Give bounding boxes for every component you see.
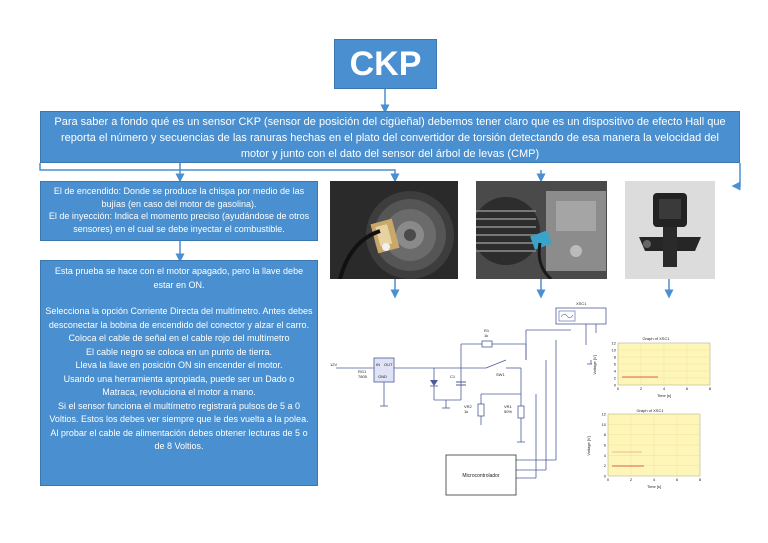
step-text: Usando una herramienta apropiada, puede … bbox=[63, 373, 295, 398]
y-tick-label: 10 bbox=[612, 348, 617, 353]
y-tick-label: 12 bbox=[602, 412, 607, 417]
x-tick-label: 0 bbox=[617, 386, 620, 391]
x-tick-label: 8 bbox=[699, 477, 702, 482]
microcontroller-label: Microcontrolador bbox=[462, 473, 500, 479]
graph2-ylabel: Voltage [V] bbox=[586, 436, 591, 455]
step-text: Selecciona la opción Corriente Directa d… bbox=[45, 306, 313, 330]
graph2-xlabel: Time [s] bbox=[647, 484, 661, 489]
step-text: Coloca el cable de señal en el cable roj… bbox=[68, 333, 290, 343]
sensor-types-box: El de encendido: Donde se produce la chi… bbox=[40, 181, 318, 241]
type-injection: El de inyección: Indica el momento preci… bbox=[48, 211, 310, 234]
regulator-gnd-label: GND bbox=[378, 374, 387, 379]
y-tick-label: 0 bbox=[604, 474, 607, 479]
x-tick-label: 0 bbox=[607, 477, 610, 482]
scope-label: XSC1 bbox=[576, 301, 587, 306]
step-text: Esta prueba se hace con el motor apagado… bbox=[54, 266, 304, 290]
r1-label: R1 bbox=[484, 328, 490, 333]
y-tick-label: 10 bbox=[602, 422, 607, 427]
graph1-xlabel: Time [s] bbox=[657, 393, 671, 398]
step-text: Lleva la llave en posición ON sin encend… bbox=[75, 360, 283, 370]
x-tick-label: 2 bbox=[630, 477, 633, 482]
x-tick-label: 6 bbox=[686, 386, 689, 391]
x-tick-label: 2 bbox=[640, 386, 643, 391]
y-tick-label: 2 bbox=[614, 376, 617, 381]
step-text: Al probar el cable de alimentación debes… bbox=[50, 427, 308, 452]
oscilloscope-graph-2: Graph of XSC1 Voltage [V] Time [s] 12 10 8… bbox=[584, 404, 704, 492]
graph1-ylabel: Voltage [V] bbox=[592, 355, 597, 374]
sw1-label: SW1 bbox=[496, 372, 505, 377]
step-text bbox=[45, 292, 313, 305]
intro-text: Para saber a fondo qué es un sensor CKP … bbox=[40, 111, 740, 163]
regulator-out-label: OUT bbox=[384, 362, 393, 367]
photo-pulley-sensor bbox=[330, 181, 458, 279]
y-tick-label: 8 bbox=[614, 355, 617, 360]
y-tick-label: 2 bbox=[604, 463, 607, 468]
page-title: CKP bbox=[334, 39, 437, 89]
vr2-value-label: 1k bbox=[464, 409, 468, 414]
x-tick-label: 8 bbox=[709, 386, 712, 391]
regulator-part-label: 7805 bbox=[358, 374, 368, 379]
x-tick-label: 4 bbox=[653, 477, 656, 482]
photo-ckp-sensor bbox=[625, 181, 715, 279]
source-label: 12V bbox=[330, 362, 337, 367]
regulator-in-label: IN bbox=[376, 362, 380, 367]
y-tick-label: 4 bbox=[604, 453, 607, 458]
vr2-label: VR2 bbox=[464, 404, 473, 409]
graph2-title: Graph of XSC1 bbox=[636, 408, 664, 413]
type-ignition: El de encendido: Donde se produce la chi… bbox=[53, 186, 305, 209]
circuit-schematic: IN OUT GND RG1 7805 12V R1 1k C1 SW1 VR1… bbox=[330, 301, 607, 496]
y-tick-label: 4 bbox=[614, 369, 617, 374]
step-text: Si el sensor funciona el multímetro regi… bbox=[49, 400, 309, 425]
regulator-name-label: RG1 bbox=[358, 369, 367, 374]
step-text: El cable negro se coloca en un punto de … bbox=[85, 346, 273, 357]
y-tick-label: 12 bbox=[612, 341, 617, 346]
graph1-title: Graph of XSC1 bbox=[642, 336, 670, 341]
x-tick-label: 6 bbox=[676, 477, 679, 482]
y-tick-label: 6 bbox=[604, 443, 607, 448]
vr1-label: VR1 bbox=[504, 404, 513, 409]
y-tick-label: 8 bbox=[604, 432, 607, 437]
oscilloscope-graph-1: Graph of XSC1 Voltage [V] Time [s] 12 10 8… bbox=[592, 333, 714, 401]
test-steps-box: Esta prueba se hace con el motor apagado… bbox=[40, 260, 318, 486]
r1-value-label: 1k bbox=[484, 333, 488, 338]
photo-engine-connector bbox=[476, 181, 607, 279]
connector-intro-photo3 bbox=[731, 163, 741, 191]
x-tick-label: 4 bbox=[663, 386, 666, 391]
connector-intro-photos bbox=[39, 163, 400, 183]
y-tick-label: 6 bbox=[614, 362, 617, 367]
vr1-value-label: 50% bbox=[504, 409, 512, 414]
c1-label: C1 bbox=[450, 374, 456, 379]
y-tick-label: 0 bbox=[614, 383, 617, 388]
